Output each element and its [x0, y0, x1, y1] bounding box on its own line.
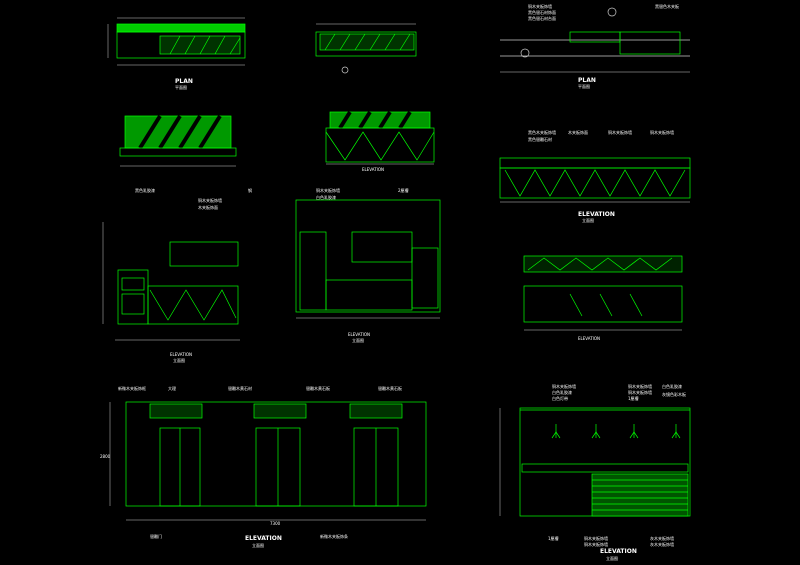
br-label-4: 铜木夹板饰墙 — [628, 383, 652, 389]
br-label-2: 白色乳胶漆 — [552, 389, 572, 395]
doors-label-5: 银雕木黄石板 — [378, 385, 402, 391]
top-right-label-1: 铜木夹板饰墙 — [528, 3, 552, 9]
br-bottom-label-2: 铜木夹板饰墙 — [584, 535, 608, 541]
plan-view-2 — [315, 23, 417, 74]
doors-bottom-label-2: 新微木夹板饰条 — [320, 533, 348, 539]
br-bottom-label-5: 灰木夹板饰墙 — [650, 541, 674, 547]
right-elev-title-cn: 立面图 — [582, 217, 594, 223]
left-elev-title-cn: 立面图 — [173, 357, 185, 363]
br-label-5: 铜木夹板饰墙 — [628, 389, 652, 395]
mid-right-label-4: 铜木夹板饰墙 — [608, 129, 632, 135]
bar-elev-title-en: ELEVATION — [578, 336, 600, 341]
doors-height-dim: 2800 — [100, 454, 111, 459]
center-mid-label-3: 2厘槽 — [398, 187, 409, 193]
left-mid-label-4: 木夹板饰面 — [198, 204, 218, 210]
center-elev-title: ELEVATION — [362, 167, 384, 172]
top-right-label-4: 黑银色木夹板 — [655, 3, 679, 9]
br-label-3: 白色灯带 — [552, 395, 568, 401]
br-title-en: ELEVATION — [600, 548, 637, 555]
plan-view-1 — [107, 17, 246, 66]
center-mid-label-2: 白色乳胶漆 — [316, 194, 336, 200]
left-mid-label-2: 钢 — [248, 187, 252, 193]
top-right-label-3: 黑色银石材台面 — [528, 15, 556, 21]
plan-view-3 — [500, 7, 690, 73]
plan-3-title-cn: 平面图 — [578, 83, 590, 89]
br-label-1: 铜木夹板饰墙 — [552, 383, 576, 389]
left-mid-label-3: 铜木夹板饰墙 — [198, 197, 222, 203]
left-mid-label-1: 黑色乳胶漆 — [135, 187, 155, 193]
plan-3-title-en: PLAN — [578, 77, 596, 84]
center-elev-title-en: ELEVATION — [348, 332, 370, 337]
br-label-6: 1厘槽 — [628, 395, 639, 401]
doors-title-en: ELEVATION — [245, 535, 282, 542]
doors-title-cn: 立面图 — [252, 542, 264, 548]
elevation-counter-right — [499, 157, 691, 203]
br-bottom-label-3: 铜木夹板饰墙 — [584, 541, 608, 547]
doors-label-2: 大理 — [168, 385, 176, 391]
doors-label-3: 银雕木黄石材 — [228, 385, 252, 391]
mid-right-label-3: 木夹板饰面 — [568, 129, 588, 135]
br-right-label-1: 白色乳胶漆 — [662, 383, 682, 389]
br-bottom-label-4: 灰木夹板饰墙 — [650, 535, 674, 541]
br-bottom-label-1: 1厘槽 — [548, 535, 559, 541]
br-title-cn: 立面图 — [606, 555, 618, 561]
br-right-label-2: 灰镜色彩木板 — [662, 391, 686, 397]
elevation-kitchen-center — [295, 199, 441, 319]
right-elev-title-en: ELEVATION — [578, 211, 615, 218]
doors-bottom-label-1: 银雕门 — [150, 533, 162, 539]
center-mid-label-1: 铜木夹板饰墙 — [316, 187, 340, 193]
elevation-bar-right — [523, 255, 683, 331]
elevation-hatched-cabinet-2 — [325, 110, 435, 165]
doors-label-1: 新微木夹板饰框 — [118, 385, 146, 391]
elevation-doors-large — [109, 401, 427, 521]
mid-right-label-1: 黑色木夹板饰墙 — [528, 129, 556, 135]
left-elev-title-en: ELEVATION — [170, 352, 192, 357]
center-elev-title-cn: 立面图 — [352, 337, 364, 343]
doors-width-dim: 7300 — [270, 521, 281, 526]
plan-title-en: PLAN — [175, 78, 193, 85]
elevation-kitchen-left — [102, 222, 240, 341]
doors-label-4: 银雕木黄石板 — [306, 385, 330, 391]
mid-right-label-5: 铜木夹板饰墙 — [650, 129, 674, 135]
elevation-counter-bottom-right — [499, 407, 691, 517]
plan-title-cn: 平面图 — [175, 84, 187, 90]
top-right-label-2: 黑色银石材饰面 — [528, 9, 556, 15]
elevation-hatched-cabinet-1 — [119, 114, 237, 167]
mid-right-label-2: 黑色银雕石材 — [528, 136, 552, 142]
